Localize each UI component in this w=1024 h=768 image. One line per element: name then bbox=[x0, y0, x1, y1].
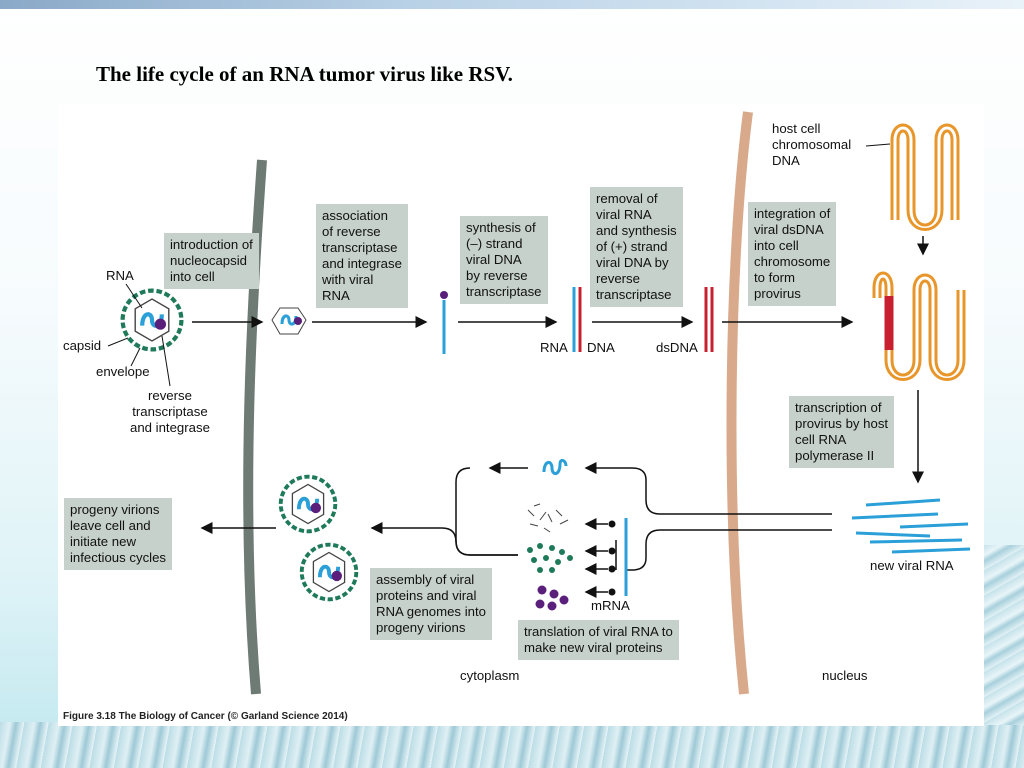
virion-icon bbox=[123, 291, 182, 350]
cell-membrane bbox=[243, 159, 267, 695]
text-capsid: capsid bbox=[63, 338, 102, 353]
new-viral-rna-icon bbox=[851, 498, 971, 554]
ribosome-icon bbox=[608, 520, 616, 596]
label-integration: integration of viral dsDNA into cell chr… bbox=[748, 202, 837, 306]
text-host-cell-dna: host cell chromosomal DNA bbox=[772, 121, 852, 168]
viral-rna-genome-icon bbox=[542, 458, 568, 475]
slide-title: The life cycle of an RNA tumor virus lik… bbox=[96, 62, 513, 86]
viral-enzymes-icon bbox=[535, 585, 569, 611]
text-cytoplasm: cytoplasm bbox=[460, 668, 520, 683]
progeny-virion-icon-2 bbox=[299, 542, 359, 602]
label-progeny-virions: progeny virions leave cell and initiate … bbox=[64, 498, 173, 570]
text-mrna: mRNA bbox=[591, 598, 630, 613]
wave-decoration-bottom bbox=[0, 722, 1024, 768]
label-introduction: introduction of nucleocapsid into cell bbox=[164, 233, 259, 289]
progeny-virion-icon bbox=[278, 474, 338, 534]
nucleocapsid-icon bbox=[271, 307, 307, 335]
text-envelope: envelope bbox=[96, 364, 150, 379]
provirus-chromosome-icon bbox=[872, 271, 966, 381]
text-new-viral-rna: new viral RNA bbox=[870, 558, 954, 573]
nuclear-membrane bbox=[726, 111, 753, 695]
label-removal-rna: removal of viral RNA and synthesis of (+… bbox=[590, 187, 683, 307]
host-chromosome-icon bbox=[890, 123, 960, 231]
figure-caption: Figure 3.18 The Biology of Cancer (© Gar… bbox=[63, 711, 348, 722]
text-rna: RNA bbox=[106, 268, 134, 283]
text-reverse-transcriptase: reverse transcriptase and integrase bbox=[130, 388, 210, 435]
label-assembly: assembly of viral proteins and viral RNA… bbox=[370, 568, 492, 640]
label-transcription: transcription of provirus by host cell R… bbox=[789, 396, 895, 468]
label-synthesis-minus-strand: synthesis of (–) strand viral DNA by rev… bbox=[460, 216, 548, 304]
text-dna: DNA bbox=[587, 340, 615, 355]
enzyme-icon bbox=[440, 291, 448, 299]
text-rna-hybrid: RNA bbox=[540, 340, 568, 355]
top-accent-bar bbox=[0, 0, 1024, 9]
text-nucleus: nucleus bbox=[822, 668, 868, 683]
wave-decoration-right bbox=[984, 545, 1024, 725]
label-translation: translation of viral RNA to make new vir… bbox=[518, 620, 679, 660]
text-dsdna: dsDNA bbox=[656, 340, 698, 355]
label-association: association of reverse transcriptase and… bbox=[316, 204, 408, 308]
envelope-proteins-icon bbox=[527, 543, 573, 573]
capsid-proteins-icon bbox=[527, 503, 569, 533]
